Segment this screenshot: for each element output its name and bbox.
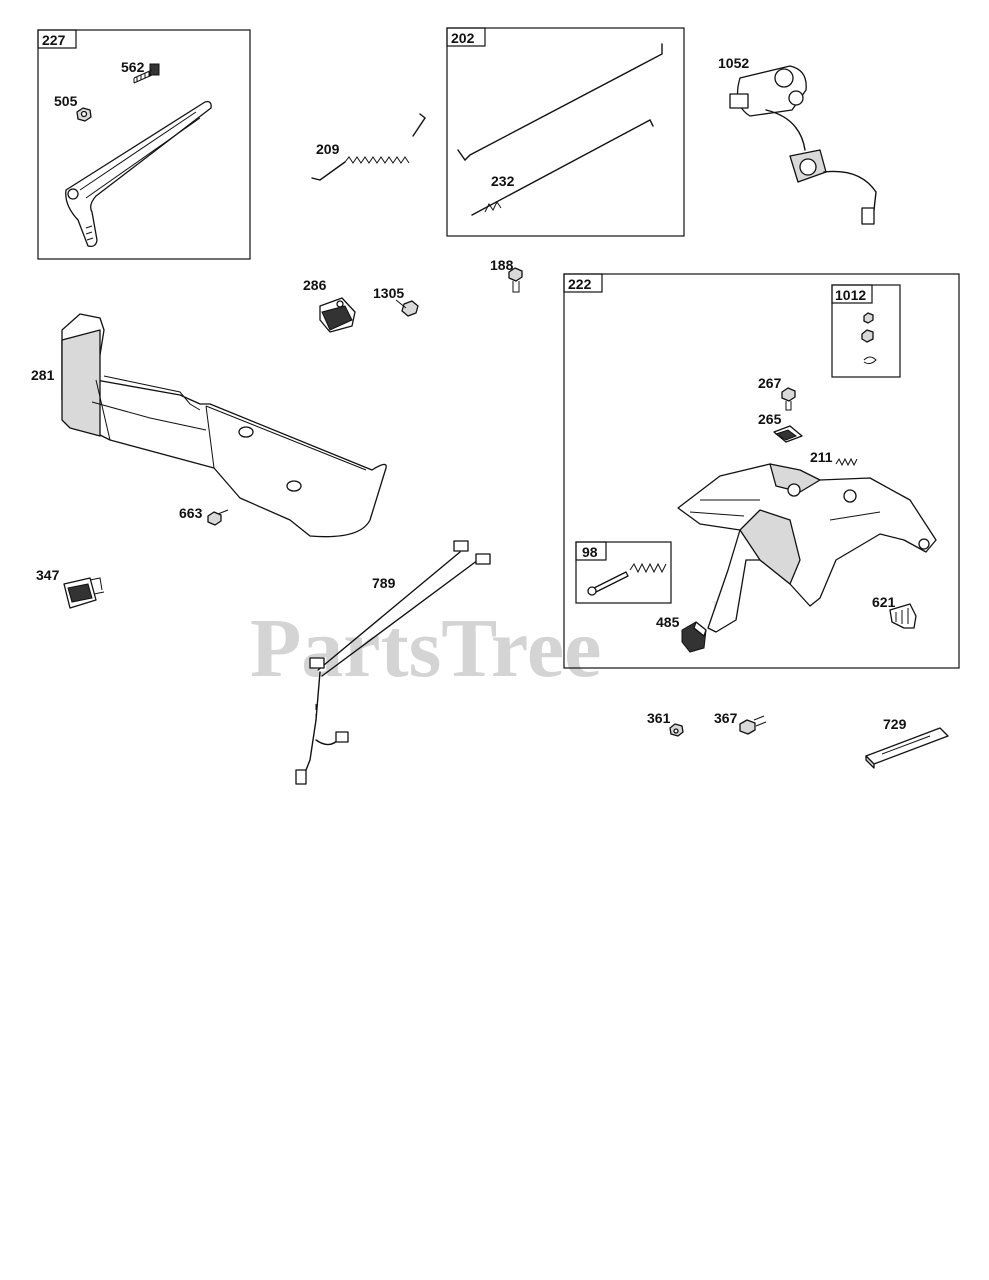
part-789-harness[interactable]: [295, 540, 491, 785]
part-562-bolt[interactable]: [133, 63, 160, 84]
group-box-227[interactable]: 227: [37, 29, 251, 260]
group-box-202[interactable]: 202: [446, 27, 685, 237]
callout-232: 232: [491, 173, 515, 189]
part-232-rod[interactable]: [471, 119, 654, 216]
part-361-nut[interactable]: [669, 723, 684, 737]
group-label-222: 222: [568, 276, 592, 292]
part-729-plate[interactable]: [865, 727, 949, 769]
callout-505: 505: [54, 93, 78, 109]
part-621-clip[interactable]: [889, 603, 917, 629]
callout-1305: 1305: [373, 285, 404, 301]
part-1305-screw[interactable]: [395, 299, 419, 317]
group-label-202: 202: [451, 30, 475, 46]
callout-1052: 1052: [718, 55, 749, 71]
part-505-nut[interactable]: [76, 107, 92, 122]
part-188-bolt[interactable]: [508, 267, 523, 293]
callout-789: 789: [372, 575, 396, 591]
callout-211: 211: [810, 449, 833, 465]
callout-663: 663: [179, 505, 203, 521]
part-227-lever[interactable]: [65, 100, 212, 248]
part-267-bolt[interactable]: [781, 387, 796, 411]
group-label-98: 98: [582, 544, 598, 560]
part-347-switch[interactable]: [63, 577, 105, 609]
watermark-brand: PartsTree: [250, 602, 601, 695]
callout-485: 485: [656, 614, 680, 630]
callout-347: 347: [36, 567, 60, 583]
callout-729: 729: [883, 716, 907, 732]
group-label-227: 227: [42, 32, 66, 48]
part-286-bracket[interactable]: [319, 297, 356, 333]
callout-281: 281: [31, 367, 55, 383]
callout-562: 562: [121, 59, 145, 75]
part-367-bolt[interactable]: [739, 715, 767, 735]
part-202-rod[interactable]: [457, 43, 663, 162]
part-281-guard[interactable]: [61, 313, 387, 538]
callout-286: 286: [303, 277, 327, 293]
group-box-1012[interactable]: 1012: [831, 284, 901, 378]
group-label-1012: 1012: [835, 287, 866, 303]
callout-367: 367: [714, 710, 738, 726]
callout-265: 265: [758, 411, 782, 427]
callout-209: 209: [316, 141, 340, 157]
callout-188: 188: [490, 257, 514, 273]
part-211-spring[interactable]: [835, 457, 858, 467]
part-1052-assembly[interactable]: [729, 65, 877, 225]
group-box-222[interactable]: 222: [563, 273, 960, 669]
callout-621: 621: [872, 594, 896, 610]
callout-361: 361: [647, 710, 671, 726]
part-485-knob[interactable]: [681, 621, 707, 653]
part-265-clip[interactable]: [773, 425, 803, 443]
group-box-98[interactable]: 98: [575, 541, 672, 604]
part-209-spring[interactable]: [311, 113, 426, 181]
part-222-bracket[interactable]: [677, 463, 937, 633]
part-663-screw[interactable]: [207, 509, 229, 526]
callout-267: 267: [758, 375, 782, 391]
